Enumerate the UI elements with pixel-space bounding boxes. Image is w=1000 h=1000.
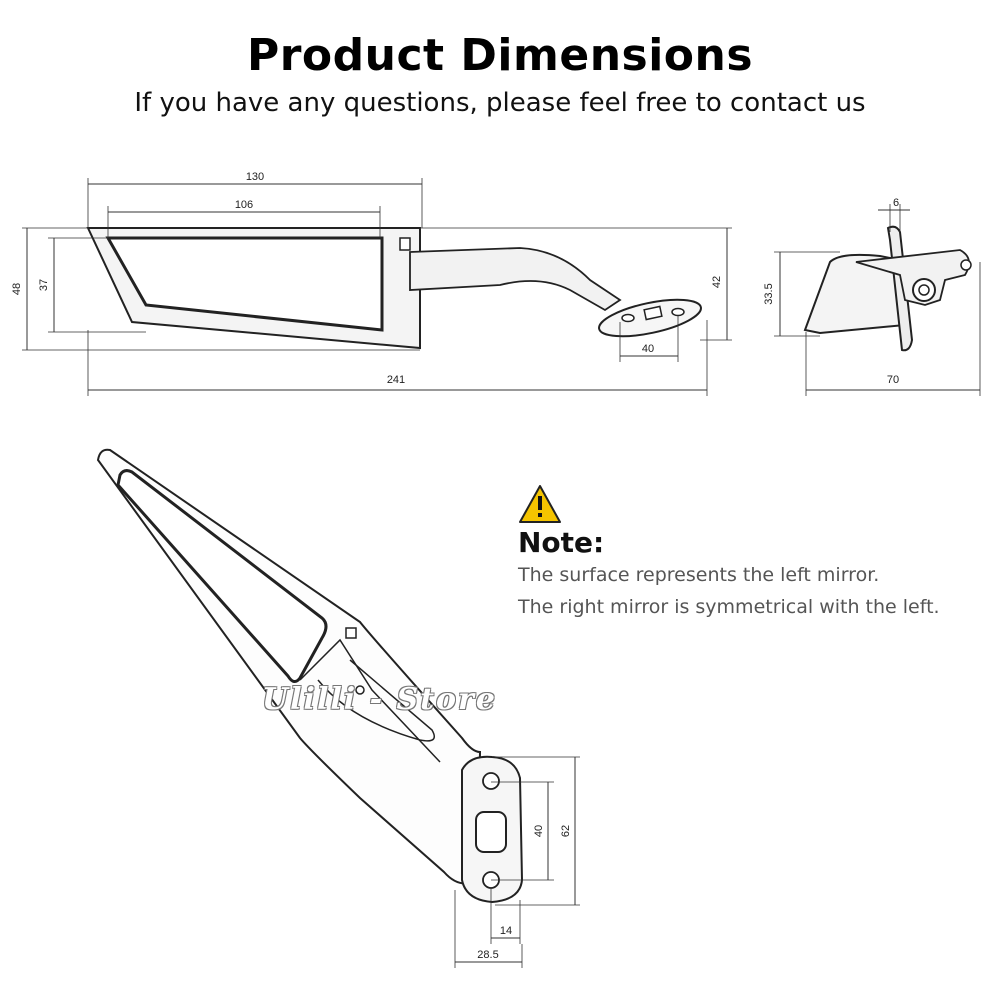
- page-subtitle: If you have any questions, please feel f…: [134, 88, 866, 118]
- dim-end-height: 33.5: [763, 283, 775, 304]
- note-heading: Note:: [518, 526, 605, 559]
- page-title: Product Dimensions: [246, 30, 754, 81]
- top-view: 40 62 14 28.5: [96, 448, 580, 968]
- side-mirror-arm: [409, 247, 622, 312]
- dim-overall-width: 130: [246, 171, 264, 183]
- dim-hole-spacing: 40: [533, 825, 545, 837]
- top-view-glass: [116, 469, 328, 683]
- note-block: Note: The surface represents the left mi…: [518, 482, 988, 623]
- dim-base-width-top: 28.5: [477, 949, 498, 961]
- dim-thickness: 6: [893, 197, 899, 209]
- watermark: Ulilli - Store: [262, 682, 497, 717]
- note-line-2: The right mirror is symmetrical with the…: [518, 596, 940, 618]
- dim-overall-height: 48: [11, 283, 23, 295]
- dim-total-length: 241: [387, 374, 405, 386]
- dim-glass-width: 106: [235, 199, 253, 211]
- side-mirror-glass: [105, 236, 384, 332]
- dim-base-length: 62: [560, 825, 572, 837]
- dim-end-depth: 70: [887, 374, 899, 386]
- dim-hole-offset: 14: [500, 925, 512, 937]
- dim-glass-height: 37: [38, 279, 50, 291]
- dim-arm-height: 42: [711, 276, 723, 288]
- dim-base-width: 40: [642, 343, 654, 355]
- end-view: 6 33.5 70: [763, 197, 981, 396]
- note-line-1: The surface represents the left mirror.: [518, 564, 880, 586]
- warning-icon: [519, 485, 561, 523]
- side-view: 130 106 48 37 42 40 241: [11, 171, 732, 396]
